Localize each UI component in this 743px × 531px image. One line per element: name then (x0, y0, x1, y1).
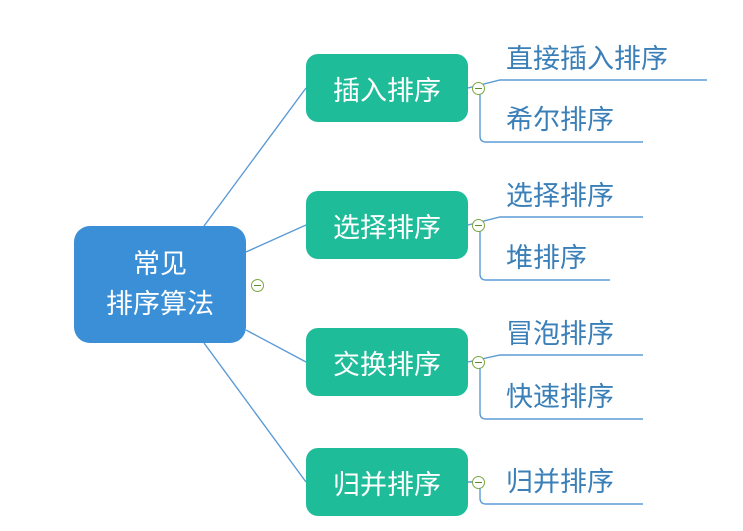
connector-branch-2-leaf-1 (467, 216, 643, 226)
collapse-icon[interactable] (251, 279, 264, 292)
branch-label: 插入排序 (333, 75, 441, 107)
branch-node-insertion-sort[interactable]: 插入排序 (306, 54, 468, 122)
leaf-node[interactable]: 选择排序 (506, 181, 614, 212)
connector-branch-4-leaf-1 (468, 481, 643, 505)
root-label-line-2: 排序算法 (106, 288, 214, 320)
root-node[interactable]: 常见 排序算法 (74, 226, 246, 343)
connector-branch-1-leaf-2 (479, 88, 643, 143)
connector-branch-3-leaf-2 (479, 362, 643, 420)
collapse-icon[interactable] (472, 356, 485, 369)
leaf-node[interactable]: 快速排序 (506, 382, 614, 413)
branch-node-exchange-sort[interactable]: 交换排序 (306, 328, 468, 396)
collapse-icon[interactable] (472, 219, 485, 232)
connector-branch-2-leaf-2 (479, 225, 610, 281)
leaf-node[interactable]: 直接插入排序 (506, 44, 668, 75)
branch-label: 选择排序 (333, 212, 441, 244)
leaf-node[interactable]: 希尔排序 (506, 105, 614, 136)
leaf-node[interactable]: 冒泡排序 (506, 319, 614, 350)
leaf-node[interactable]: 归并排序 (506, 467, 614, 498)
branch-node-merge-sort[interactable]: 归并排序 (306, 448, 468, 516)
branch-label: 交换排序 (333, 349, 441, 381)
collapse-icon[interactable] (472, 82, 485, 95)
connector-root-branch-2 (245, 224, 307, 253)
connector-branch-3-leaf-1 (467, 354, 643, 363)
collapse-icon[interactable] (472, 476, 485, 489)
branch-node-selection-sort[interactable]: 选择排序 (306, 191, 468, 259)
connector-root-branch-4 (203, 342, 307, 483)
root-label-line-1: 常见 (133, 248, 187, 280)
leaf-node[interactable]: 堆排序 (506, 243, 587, 274)
connector-root-branch-1 (203, 87, 307, 227)
branch-label: 归并排序 (333, 469, 441, 501)
connector-branch-1-leaf-1 (467, 79, 707, 89)
connector-root-branch-3 (245, 329, 307, 363)
